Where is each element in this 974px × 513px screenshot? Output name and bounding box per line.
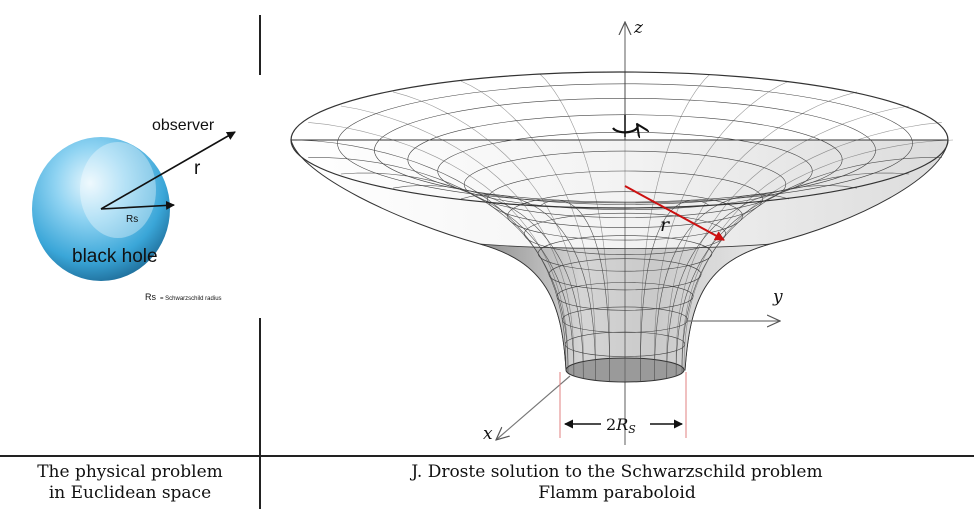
caption-divider xyxy=(0,455,974,457)
mesh-meridian xyxy=(340,105,575,365)
footnote-text: = Schwarzschild radius xyxy=(160,296,222,302)
mesh-meridian xyxy=(340,172,575,377)
mesh-meridian xyxy=(640,74,711,359)
rotation-icon xyxy=(612,124,638,132)
mesh-meridian xyxy=(296,139,567,371)
mesh-meridian xyxy=(654,80,790,360)
x-axis xyxy=(496,375,571,440)
caption-left: The physical problem in Euclidean space xyxy=(4,462,256,504)
x-axis-label: x xyxy=(483,424,493,444)
width-label: 2RS xyxy=(606,415,636,436)
mesh-meridian xyxy=(308,122,569,367)
z-axis-label: z xyxy=(633,18,644,38)
caption-right-line1: J. Droste solution to the Schwarzschild … xyxy=(411,462,823,482)
mesh-meridian xyxy=(681,122,942,367)
divider-top xyxy=(259,15,261,75)
mesh-meridian xyxy=(681,157,942,374)
caption-left-line2: in Euclidean space xyxy=(48,483,212,503)
sphere-highlight xyxy=(80,142,156,238)
mesh-meridian xyxy=(675,172,910,377)
divider-middle xyxy=(259,318,261,509)
mesh-meridian xyxy=(460,80,596,360)
mesh-meridian xyxy=(460,194,596,381)
mesh-meridian xyxy=(666,91,857,362)
mesh-meridian xyxy=(539,199,610,382)
rs-arrow xyxy=(100,200,175,210)
mesh-meridian xyxy=(675,105,910,365)
caption-right: J. Droste solution to the Schwarzschild … xyxy=(264,462,970,504)
right-panel: r z y x 2RS xyxy=(290,18,954,445)
caption-left-line1: The physical problem xyxy=(37,462,223,482)
r-arrow xyxy=(100,131,236,210)
r-label-right: r xyxy=(660,214,671,236)
mesh-meridian xyxy=(666,185,857,379)
mesh-meridian xyxy=(654,194,790,381)
left-panel: observer r Rs black hole Rs = Schwarzsch… xyxy=(32,117,236,302)
mesh-meridian xyxy=(539,74,610,359)
r-label-left: r xyxy=(194,158,201,179)
y-axis-label: y xyxy=(772,287,783,307)
paraboloid-mesh xyxy=(296,72,954,382)
mesh-meridian xyxy=(393,91,584,362)
observer-label: observer xyxy=(152,117,215,134)
footnote-symbol: Rs xyxy=(145,292,156,302)
mesh-meridian xyxy=(308,157,569,374)
paraboloid-top-rim xyxy=(290,71,949,209)
rs-label: Rs xyxy=(126,214,138,225)
mesh-meridian xyxy=(640,199,711,382)
r-arrow-red xyxy=(624,185,725,241)
mesh-meridian xyxy=(683,139,954,371)
black-hole-label: black hole xyxy=(72,246,158,267)
caption-right-line2: Flamm paraboloid xyxy=(538,483,696,503)
